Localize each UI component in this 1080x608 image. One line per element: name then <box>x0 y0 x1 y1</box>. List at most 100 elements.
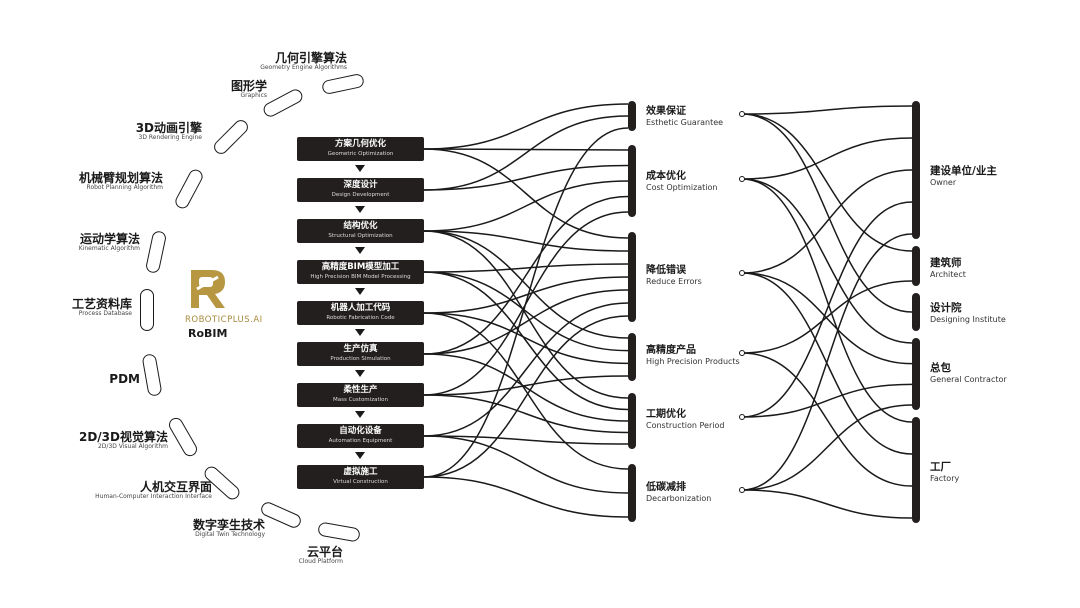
step-benefit-link <box>423 289 629 355</box>
step-benefit-link <box>423 315 629 478</box>
benefit-stakeholder-link <box>741 178 913 344</box>
tech-pdm: PDM <box>109 372 140 386</box>
benefit-stakeholder-link <box>741 352 913 487</box>
benefit-stakeholder-link <box>741 113 913 252</box>
connector-dot <box>739 414 745 420</box>
benefit-stakeholder-link <box>741 404 913 491</box>
benefit-stakeholder-link <box>741 233 913 491</box>
down-arrow-icon <box>355 247 365 254</box>
stakeholder-bar <box>912 246 920 286</box>
step-benefit-link <box>423 271 629 411</box>
down-arrow-icon <box>355 452 365 459</box>
down-arrow-icon <box>355 411 365 418</box>
robim-logo-icon <box>191 270 225 308</box>
benefit-stakeholder-link <box>741 105 913 115</box>
connector-dot <box>739 270 745 276</box>
step-benefit-link <box>423 312 629 365</box>
step-benefit-link <box>423 195 629 355</box>
step-benefit-link <box>423 115 629 191</box>
down-arrow-icon <box>355 165 365 172</box>
step-benefit-link <box>423 435 629 445</box>
down-arrow-icon <box>355 370 365 377</box>
step-benefit-link <box>423 230 629 252</box>
step-benefit-link <box>423 476 629 518</box>
step-benefit-link <box>423 180 629 232</box>
benefit-bar <box>628 464 636 522</box>
benefit-stakeholder-link <box>741 137 913 180</box>
step-benefit-link <box>423 271 629 352</box>
benefit-stakeholder-link <box>741 383 913 418</box>
benefit-stakeholder-link <box>741 169 913 274</box>
stakeholder-bar <box>912 101 920 239</box>
logo-brand-text: ROBOTICPLUS.AI <box>185 315 263 325</box>
arc-segment <box>140 289 154 331</box>
benefit-bar <box>628 333 636 381</box>
step-benefit-link <box>423 276 629 314</box>
step-benefit-link <box>423 394 629 434</box>
step-benefit-link <box>423 230 629 399</box>
step-benefit-link <box>423 127 629 478</box>
stakeholder-bar <box>912 293 920 331</box>
connector-dot <box>739 111 745 117</box>
benefit-stakeholder-link <box>741 272 913 365</box>
down-arrow-icon <box>355 206 365 213</box>
down-arrow-icon <box>355 329 365 336</box>
benefit-stakeholder-link <box>741 201 913 418</box>
stakeholder-bar <box>912 338 920 410</box>
step-benefit-link <box>423 302 629 437</box>
step-benefit-link <box>423 148 629 151</box>
connector-dot <box>739 176 745 182</box>
benefit-stakeholder-link <box>741 113 913 313</box>
benefit-bar <box>628 232 636 322</box>
logo-product-name: RoBIM <box>188 327 228 340</box>
connector-dot <box>739 487 745 493</box>
step-benefit-link <box>423 353 629 422</box>
step-benefit-link <box>423 230 629 339</box>
stakeholder-bar <box>912 417 920 523</box>
benefit-stakeholder-link <box>741 489 913 519</box>
step-benefit-link <box>423 103 629 150</box>
step-benefit-link <box>423 312 629 470</box>
benefit-bar <box>628 145 636 217</box>
benefit-bar <box>628 393 636 449</box>
benefit-stakeholder-link <box>741 280 913 354</box>
step-benefit-link <box>423 435 629 494</box>
robim-logo: ROBOTICPLUS.AI RoBIM <box>185 267 278 347</box>
step-benefit-link <box>423 148 629 239</box>
connector-dot <box>739 350 745 356</box>
step-benefit-link <box>423 164 629 191</box>
step-benefit-link <box>423 263 629 273</box>
benefit-bar <box>628 101 636 131</box>
